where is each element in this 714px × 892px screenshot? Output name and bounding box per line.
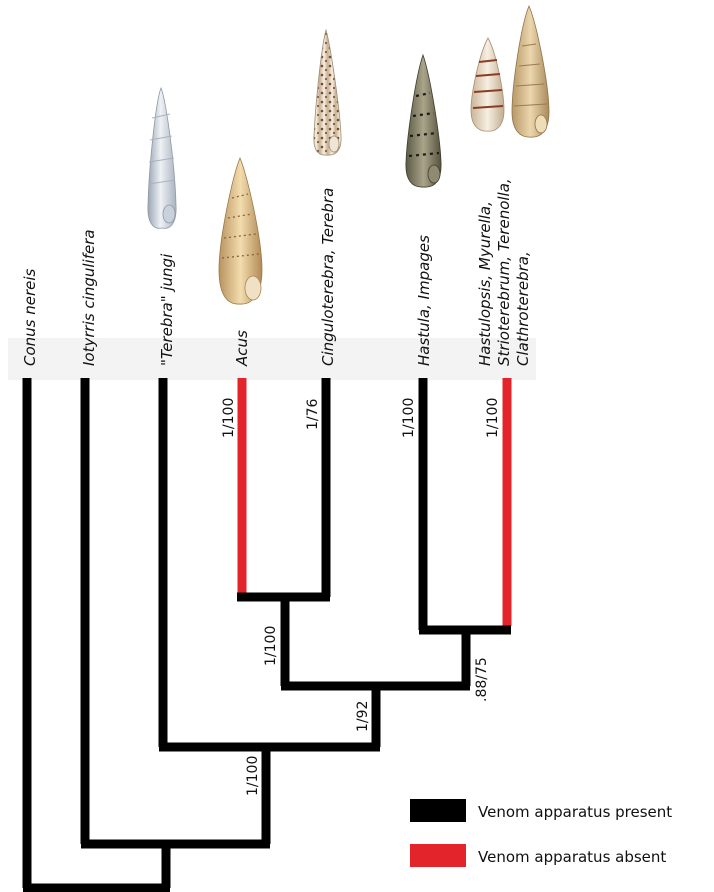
shell-hastula-icon <box>406 55 441 187</box>
shell-jungi-icon <box>148 88 176 228</box>
legend-swatch-absent <box>410 844 466 867</box>
taxon-label-hastulopsis-line-1: Hastulopsis, Myurella, <box>476 201 494 366</box>
taxon-label-cinguloterebra: Cinguloterebra, Terebra <box>319 188 337 366</box>
taxon-label-hastulopsis-line-2: Strioterebrum, Terenolla, <box>495 178 513 366</box>
support-hastula-branch: 1/100 <box>401 398 417 438</box>
support-cinguloterebra-branch: 1/76 <box>305 398 321 430</box>
legend-label-absent: Venom apparatus absent <box>478 848 666 866</box>
taxon-label-hastulopsis-line-3: Clathroterebra, <box>514 251 532 366</box>
taxon-label-iotyrris: Iotyrris cingulifera <box>80 229 98 366</box>
legend-label-present: Venom apparatus present <box>478 803 672 821</box>
support-acus-branch: 1/100 <box>221 398 237 438</box>
legend: Venom apparatus present Venom apparatus … <box>410 799 672 867</box>
shell-strioterebrum-icon <box>512 6 549 137</box>
shell-hastulopsis-icon <box>471 38 504 131</box>
support-hastulopsis-branch: 1/100 <box>485 398 501 438</box>
support-terebridae-node: 1/100 <box>245 756 261 796</box>
support-acus-cingulo-node: 1/100 <box>263 626 279 666</box>
shell-cinguloterebra-icon <box>314 30 341 155</box>
shell-acus-icon <box>219 158 262 304</box>
taxon-label-acus: Acus <box>233 330 251 367</box>
taxon-label-hastula: Hastula, Impages <box>415 235 433 366</box>
taxon-label-terebra-jungi: "Terebra" jungi <box>158 253 176 366</box>
taxon-label-conus: Conus nereis <box>21 268 39 366</box>
support-hastula-hastulopsis-node: .88/75 <box>474 657 490 702</box>
support-terebrid-core-node: 1/92 <box>355 701 371 732</box>
legend-swatch-present <box>410 799 466 822</box>
